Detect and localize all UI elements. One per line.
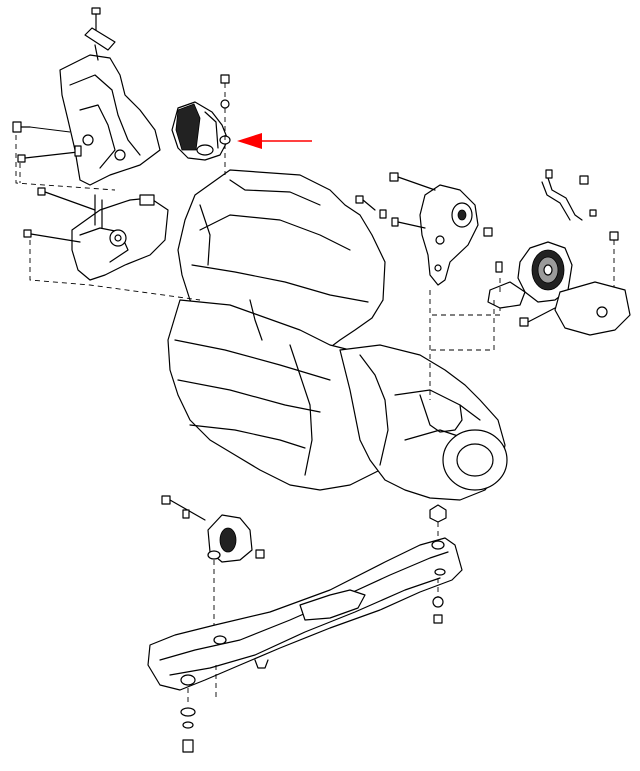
red-arrow-icon <box>237 133 312 149</box>
engine-mount-bracket-right-center <box>419 184 493 286</box>
transmission-mount-right <box>430 169 631 351</box>
engine-mount-bracket-left <box>71 194 169 281</box>
guide-line-left-middle <box>29 240 201 301</box>
lower-engine-mount <box>207 514 265 635</box>
upper-engine-mount <box>171 101 231 161</box>
bolt-left-horizontal-upper <box>12 121 82 163</box>
engine-block <box>167 169 508 501</box>
crossmember <box>147 537 463 691</box>
nut-upper-center <box>220 74 230 175</box>
bolt-lower-left <box>161 495 206 521</box>
crossmember-fasteners <box>180 504 447 753</box>
bolts-right-center <box>355 172 436 229</box>
guide-line-left-upper <box>15 135 116 191</box>
bolt-top-left-vertical <box>91 7 101 31</box>
engine-mount-bracket-upper-left <box>59 27 161 186</box>
bolt-left-horizontal-middle <box>23 187 96 243</box>
